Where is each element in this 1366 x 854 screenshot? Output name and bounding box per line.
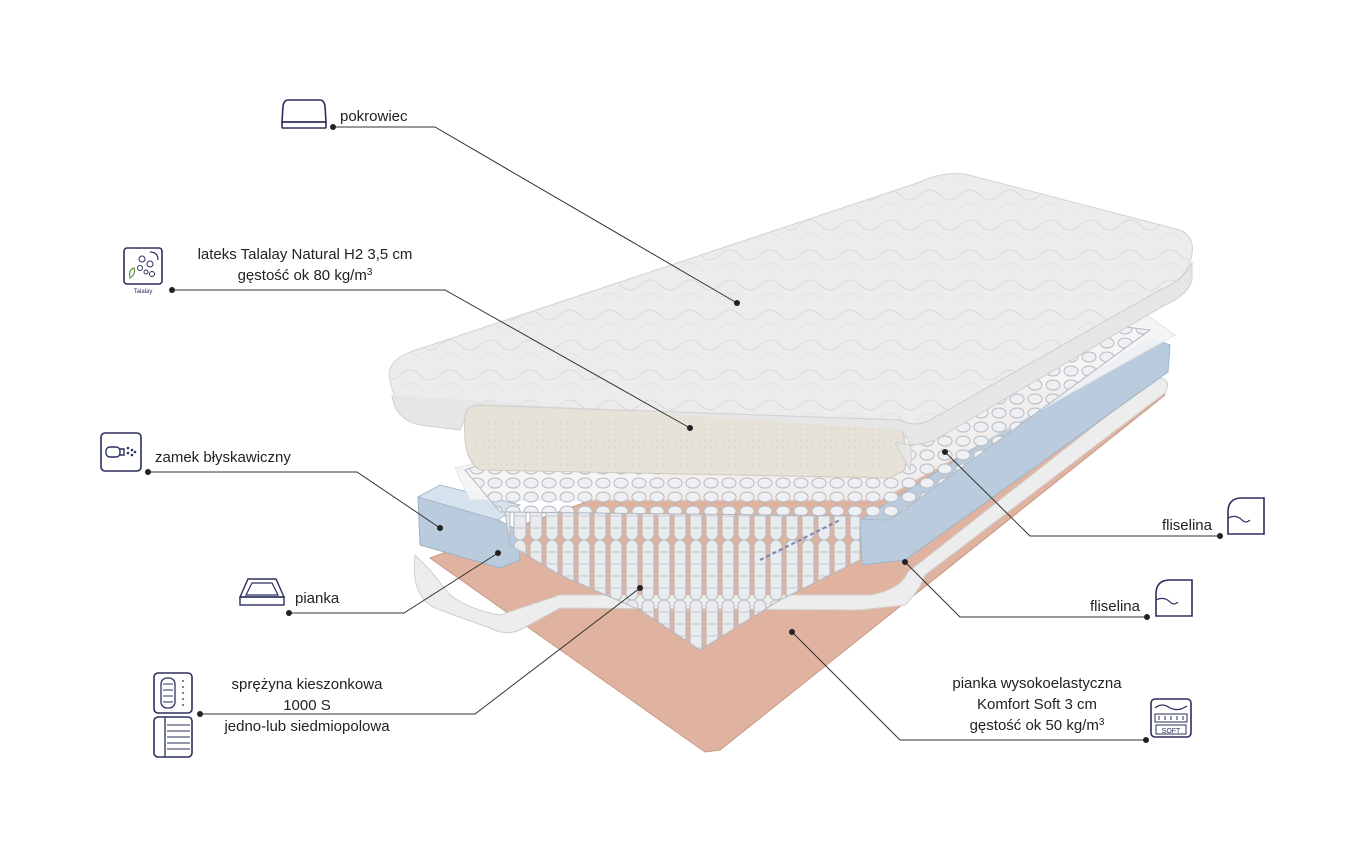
- blue-foam-frame: [416, 337, 1171, 569]
- leader-latex: [172, 289, 691, 429]
- label-hr-line2: Komfort Soft 3 cm: [976, 696, 1098, 713]
- pocket-spring-icon: [153, 672, 193, 714]
- label-foam: pianka: [295, 590, 340, 607]
- leader-zipper: [148, 471, 441, 529]
- label-fleece-top: fliselina: [1161, 517, 1212, 534]
- fleece-bottom-icon: [1155, 579, 1193, 617]
- quilted-cover: [388, 173, 1193, 472]
- leader-fleece-top: [944, 451, 1220, 537]
- foam-icon: [238, 578, 286, 606]
- label-hr-line3: gęstość ok 50 kg/m3: [969, 717, 1105, 734]
- soft-foam-icon: SOFT: [1150, 698, 1192, 738]
- label-spring-line2: 1000 S: [283, 697, 331, 714]
- leader-hr-foam: [791, 631, 1146, 741]
- soft-icon-text: SOFT: [1162, 728, 1181, 735]
- leader-dots: [145, 124, 1223, 743]
- zipper-icon: [100, 432, 142, 472]
- leader-foam: [289, 552, 499, 614]
- zones-icon: [153, 716, 193, 758]
- label-fleece-bottom: fliselina: [1089, 598, 1140, 615]
- label-spring: sprężyna kieszonkowa 1000 S jedno-lub si…: [202, 674, 412, 737]
- label-latex: lateks Talalay Natural H2 3,5 cm gęstość…: [176, 244, 434, 286]
- cover-mattress-icon: [281, 99, 327, 129]
- label-spring-line1: sprężyna kieszonkowa: [231, 676, 383, 693]
- label-cover: pokrowiec: [340, 108, 408, 125]
- leader-cover: [333, 126, 738, 304]
- label-hr-line1: pianka wysokoelastyczna: [952, 675, 1122, 692]
- latex-talalay-icon: Talalay: [123, 247, 163, 295]
- label-zipper: zamek błyskawiczny: [155, 449, 291, 466]
- label-latex-line1: lateks Talalay Natural H2 3,5 cm: [197, 246, 413, 263]
- latex-layer: [464, 404, 907, 479]
- bottom-cover-shell: [413, 377, 1169, 634]
- leader-spring: [200, 587, 641, 715]
- label-hr-foam: pianka wysokoelastyczna Komfort Soft 3 c…: [930, 673, 1144, 736]
- fleece-top-icon: [1227, 497, 1265, 535]
- label-spring-line3: jedno-lub siedmiopolowa: [224, 718, 390, 735]
- latex-icon-text: Talalay: [134, 289, 153, 295]
- leader-lines: [148, 126, 1220, 741]
- label-latex-line2: gęstość ok 80 kg/m3: [237, 267, 373, 284]
- leader-fleece-bottom: [904, 561, 1147, 618]
